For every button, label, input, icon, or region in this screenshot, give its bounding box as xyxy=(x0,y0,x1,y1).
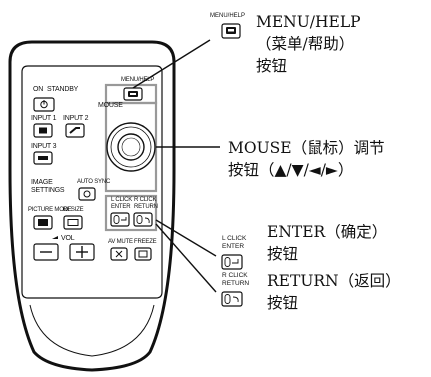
mouse-label: MOUSE xyxy=(98,102,123,109)
image-settings-label-1: IMAGE xyxy=(31,179,53,186)
click-group-frame xyxy=(104,194,158,232)
rclick-remote-label-1: R CLICK xyxy=(134,197,157,203)
auto-sync-button xyxy=(78,187,96,201)
freeze-button xyxy=(134,247,152,261)
menu-help-callout-small-label: MENU/HELP xyxy=(210,13,246,19)
enter-callout-small-label-1: L CLICK xyxy=(222,235,247,242)
enter-callout-small-label-2: ENTER xyxy=(222,243,245,250)
menu-help-remote-label: MENU/HELP xyxy=(121,77,155,83)
menu-help-callout-line3: 按钮 xyxy=(256,57,288,75)
lclick-button xyxy=(110,212,130,227)
picture-mode-label: PICTURE MODE xyxy=(28,207,72,213)
vol-label: VOL xyxy=(61,235,75,242)
return-callout-line1: RETURN（返回） xyxy=(267,272,401,290)
input2-label: INPUT 2 xyxy=(63,115,89,122)
av-mute-label: AV MUTE xyxy=(108,239,133,245)
enter-callout-line xyxy=(155,219,217,257)
input3-label: INPUT 3 xyxy=(31,143,57,150)
standby-label: STANDBY xyxy=(47,86,79,93)
return-callout-line2: 按钮 xyxy=(267,294,299,312)
input1-label: INPUT 1 xyxy=(31,115,57,122)
auto-sync-label: AUTO SYNC xyxy=(77,179,111,185)
return-callout-line xyxy=(155,223,217,293)
mouse-callout-line1: MOUSE（鼠标）调节 xyxy=(228,139,385,157)
freeze-label: FREEZE xyxy=(134,239,157,245)
enter-callout-line2: 按钮 xyxy=(267,245,299,263)
rclick-button xyxy=(133,212,153,227)
input2-button xyxy=(65,123,85,138)
remote-panel xyxy=(21,65,163,299)
enter-callout-icon xyxy=(221,254,243,270)
return-callout-icon xyxy=(221,291,243,307)
menu-callout-line xyxy=(132,39,211,89)
rclick-remote-label-2: RETURN xyxy=(134,204,158,210)
return-callout-small-label-2: RETURN xyxy=(222,280,250,287)
menu-help-callout-line2: （菜单/帮助） xyxy=(256,35,355,53)
image-settings-label-2: SETTINGS xyxy=(31,187,65,194)
enter-callout-line1: ENTER（确定） xyxy=(267,223,388,241)
resize-button xyxy=(63,215,83,230)
menu-help-callout-title: MENU/HELP xyxy=(256,13,361,31)
lclick-remote-label-1: L CLICK xyxy=(111,197,133,203)
return-callout-small-label-1: R CLICK xyxy=(222,272,248,279)
mouse-callout-line2: 按钮（▲/▼/◄/►） xyxy=(228,161,354,179)
lclick-remote-label-2: ENTER xyxy=(111,204,131,210)
on-label: ON xyxy=(33,86,44,93)
resize-label: RESIZE xyxy=(63,207,84,213)
